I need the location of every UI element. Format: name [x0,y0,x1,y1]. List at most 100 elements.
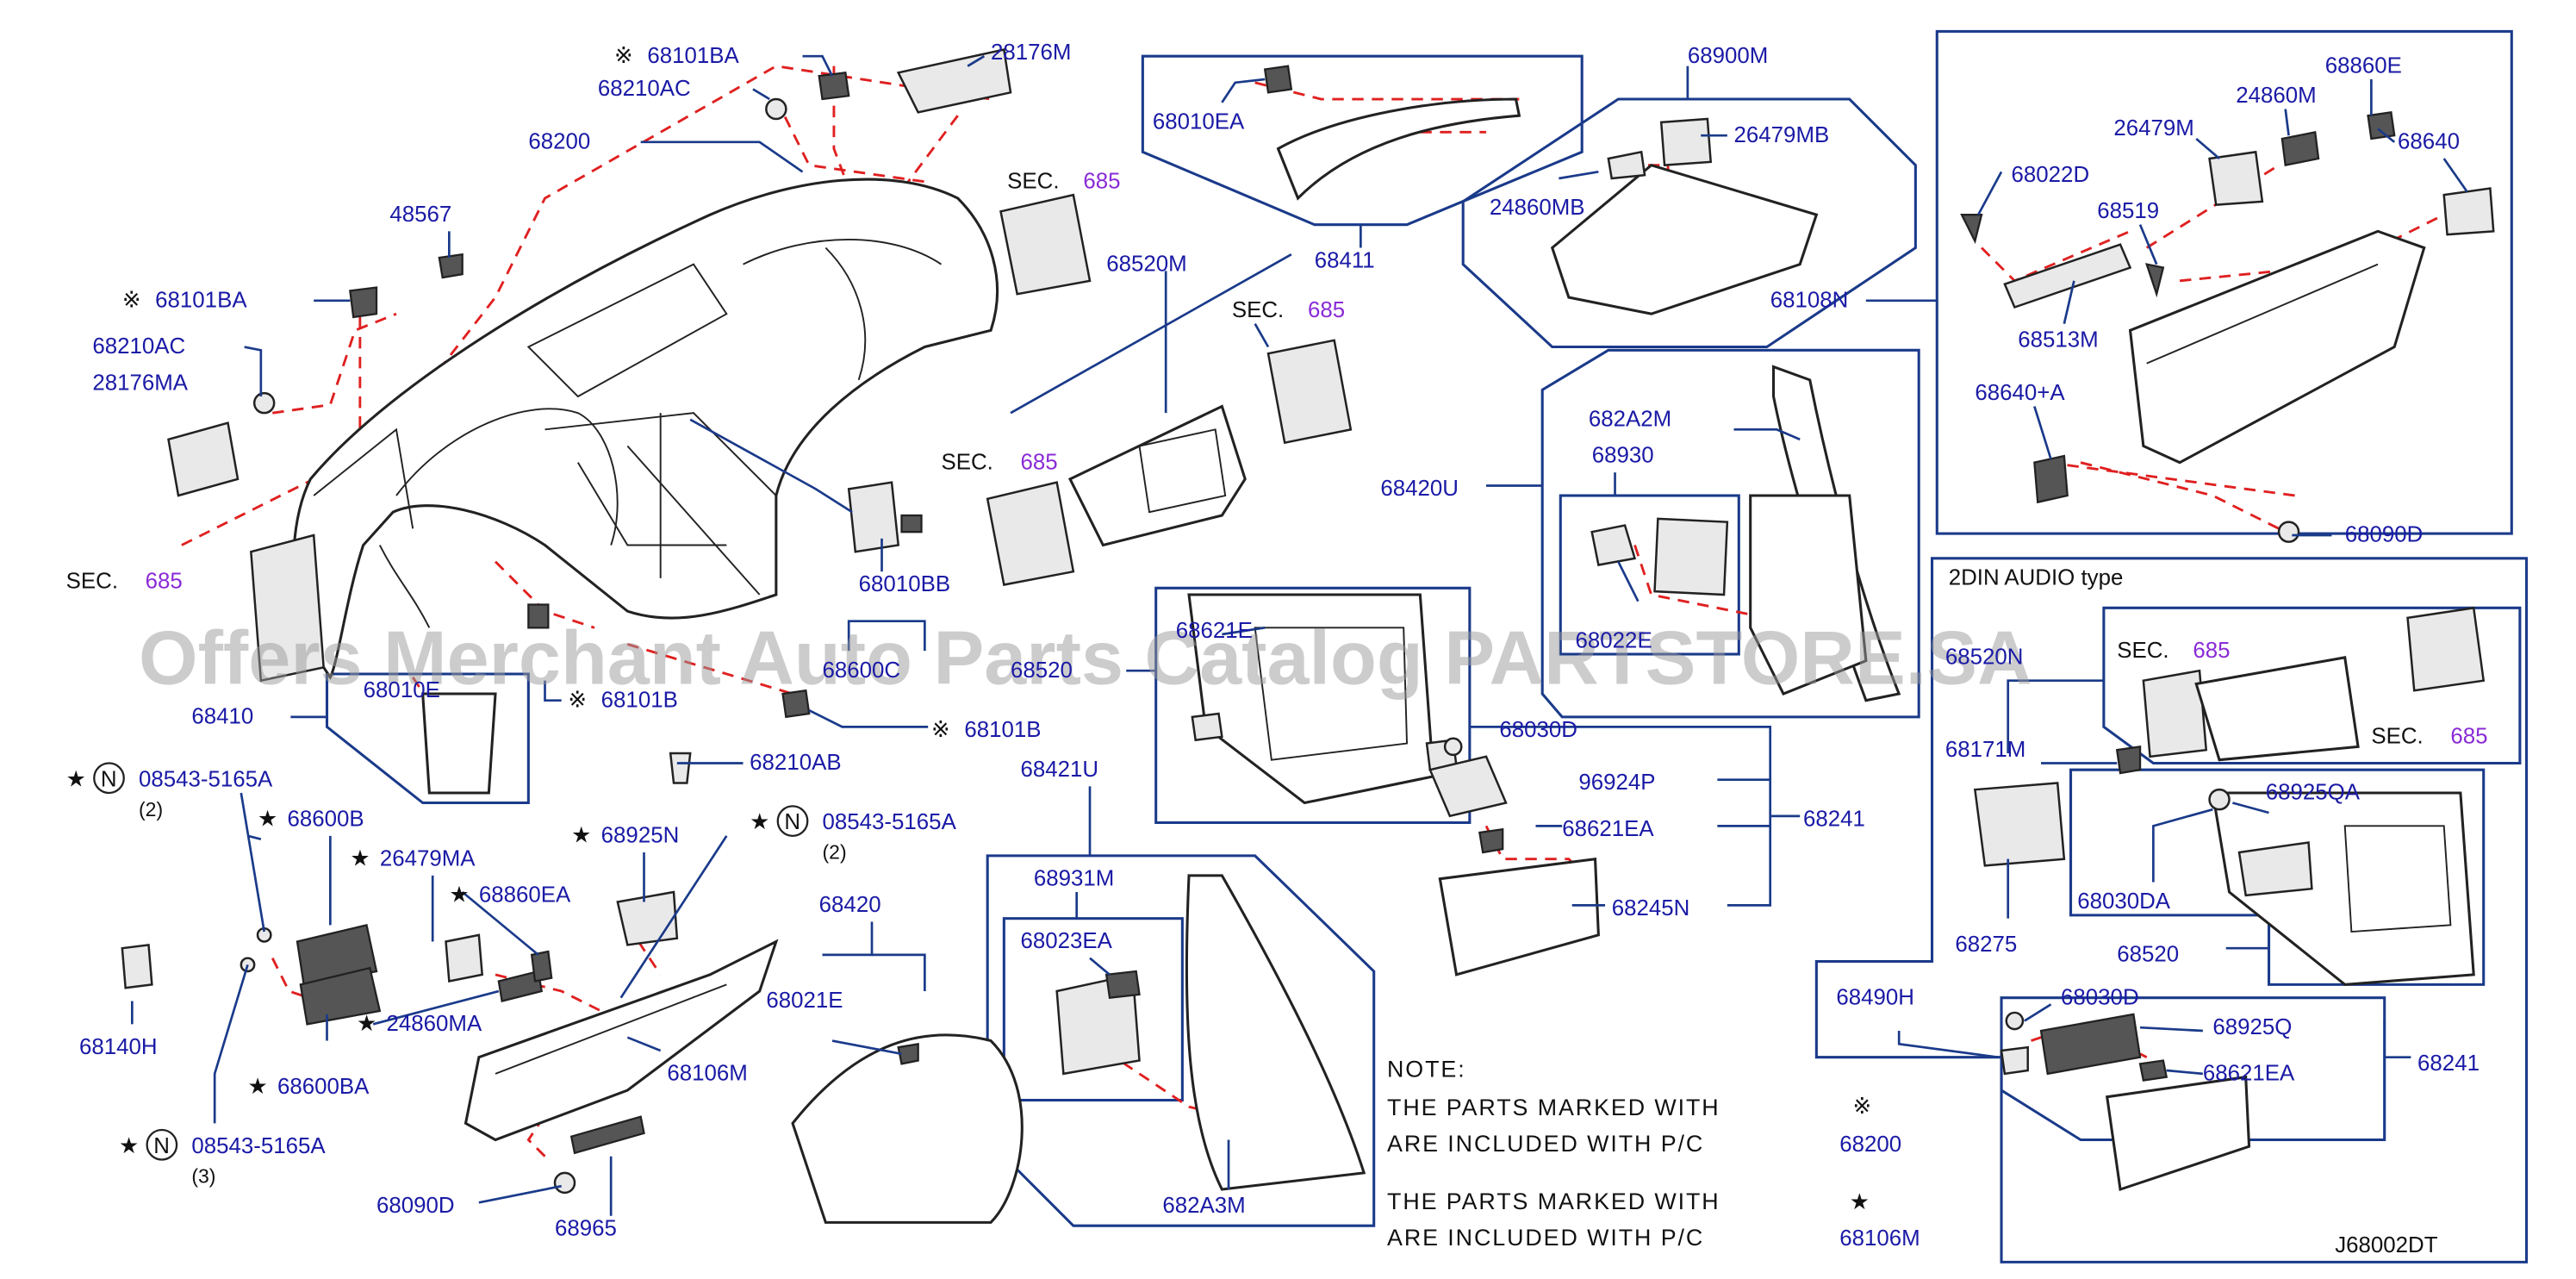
label-68241-mid: 68241 [1803,807,1865,831]
note-line-1: THE PARTS MARKED WITH [1387,1095,1720,1120]
vents [250,193,2486,758]
label-96924P: 96924P [1578,771,1655,795]
label-68513M: 68513M [2018,328,2098,353]
label-26479MA: 26479MA [380,846,476,870]
circle-n-icon [146,1128,178,1161]
label-68621E: 68621E [1176,619,1253,643]
label-68411: 68411 [1315,249,1375,273]
sec-ref-label: SEC. [1232,298,1284,322]
part-labels: ※ 68101BA 28176M 68210AC 68200 68010EA 6… [66,41,2488,1241]
instrument-panel [291,178,999,680]
label-68171M: 68171M [1945,738,2025,762]
star-symbol: ★ [449,883,469,908]
label-68101B-2: 68101B [964,718,1041,742]
label-68600BA: 68600BA [277,1075,370,1099]
circle-n-letter: N [153,1134,170,1158]
box-68411 [1141,54,1584,227]
sec-ref-number: 685 [146,569,183,593]
label-68030D-mid: 68030D [1499,718,1577,742]
circle-n-icon [93,762,125,795]
label-68600C: 68600C [823,658,901,683]
label-68520M: 68520M [1106,252,1186,276]
label-68200: 68200 [528,130,590,154]
label-24860M: 24860M [2236,84,2316,108]
label-24860MA: 24860MA [387,1012,482,1036]
kome-symbol: ※ [931,718,950,742]
label-68010BB: 68010BB [859,572,950,596]
label-28176MA: 28176MA [92,371,188,395]
label-68520N: 68520N [1945,646,2024,670]
star-symbol: ★ [248,1075,268,1099]
label-68925N: 68925N [601,824,680,848]
circle-n-icon [776,805,809,838]
box-68108N [1935,29,2513,535]
label-26479MB: 26479MB [1734,123,1830,147]
sec-ref-label: SEC. [942,450,993,474]
label-68101B: 68101B [601,688,678,712]
label-68090D-left: 68090D [376,1194,455,1218]
label-68101BA-left: 68101BA [155,289,247,313]
diagram-code: J68002DT [2335,1233,2438,1257]
star-symbol: ★ [350,846,370,870]
label-68210AC-top: 68210AC [598,77,691,101]
kome-symbol: ※ [614,44,633,68]
label-682A2M: 682A2M [1589,408,1671,432]
label-68519: 68519 [2097,199,2159,223]
box-68621E [1154,586,1472,825]
label-68860E: 68860E [2325,53,2402,78]
label-68022D: 68022D [2012,163,2090,187]
star-symbol: ★ [258,807,277,831]
star-symbol: ★ [1850,1190,1870,1214]
label-68925QA: 68925QA [2266,781,2361,805]
label-08543-b: 08543-5165A [823,810,957,834]
qty-3: (3) [191,1164,215,1187]
box-68023EA [1002,917,1184,1102]
label-68860EA: 68860EA [479,883,571,908]
label-68520-mid: 68520 [1011,658,1073,683]
label-68241-right: 68241 [2417,1051,2480,1076]
star-symbol: ★ [357,1012,376,1036]
label-68930: 68930 [1592,444,1654,468]
audio-type-title: 2DIN AUDIO type [1949,566,2124,590]
label-68420U: 68420U [1380,477,1459,501]
label-68931M: 68931M [1034,866,1114,890]
note-title: NOTE: [1387,1057,1466,1082]
sec-ref-label: SEC. [66,569,118,593]
note-block: NOTE: THE PARTS MARKED WITH ARE INCLUDED… [1387,1057,1920,1251]
sec-ref-label: SEC. [2371,725,2423,749]
kome-symbol: ※ [568,688,587,712]
label-24860MB: 24860MB [1490,196,1585,220]
star-symbol: ★ [66,767,86,791]
label-68030DA: 68030DA [2077,889,2171,914]
note-line-4: ARE INCLUDED WITH P/C [1387,1225,1704,1251]
label-68090D-right: 68090D [2345,523,2424,547]
label-68490H: 68490H [1836,985,1914,1009]
box-68930 [1559,494,1740,656]
label-08543-a: 08543-5165A [139,767,273,791]
small-parts [121,48,2495,1195]
watermark: Offers Merchant Auto Parts Catalog PARTS… [139,615,2032,701]
box-68520-2din [2069,768,2486,986]
box-682A2M [1540,348,1920,719]
label-68101BA-top: 68101BA [647,44,739,68]
label-68030D-right: 68030D [2061,985,2139,1009]
star-symbol: ★ [119,1134,139,1158]
label-68600B: 68600B [288,807,364,831]
label-68010EA: 68010EA [1153,110,1245,134]
label-48567: 48567 [389,203,451,227]
label-68021E: 68021E [766,989,843,1013]
sec-ref-label: SEC. [1007,170,1059,194]
sec-ref-number: 685 [2193,639,2230,663]
label-682A3M: 682A3M [1162,1194,1245,1218]
circle-n-letter: N [784,810,800,834]
label-68106M: 68106M [667,1062,747,1086]
box-68900M [1461,97,1917,349]
label-26479M: 26479M [2113,116,2193,140]
label-68621EA-mid: 68621EA [1562,817,1654,841]
box-68520N [2102,606,2522,765]
label-68022E: 68022E [1576,628,1652,652]
label-68640: 68640 [2398,130,2460,154]
center-panels [1067,404,2475,986]
circle-n-letter: N [101,767,117,791]
label-68900M: 68900M [1688,44,1768,68]
